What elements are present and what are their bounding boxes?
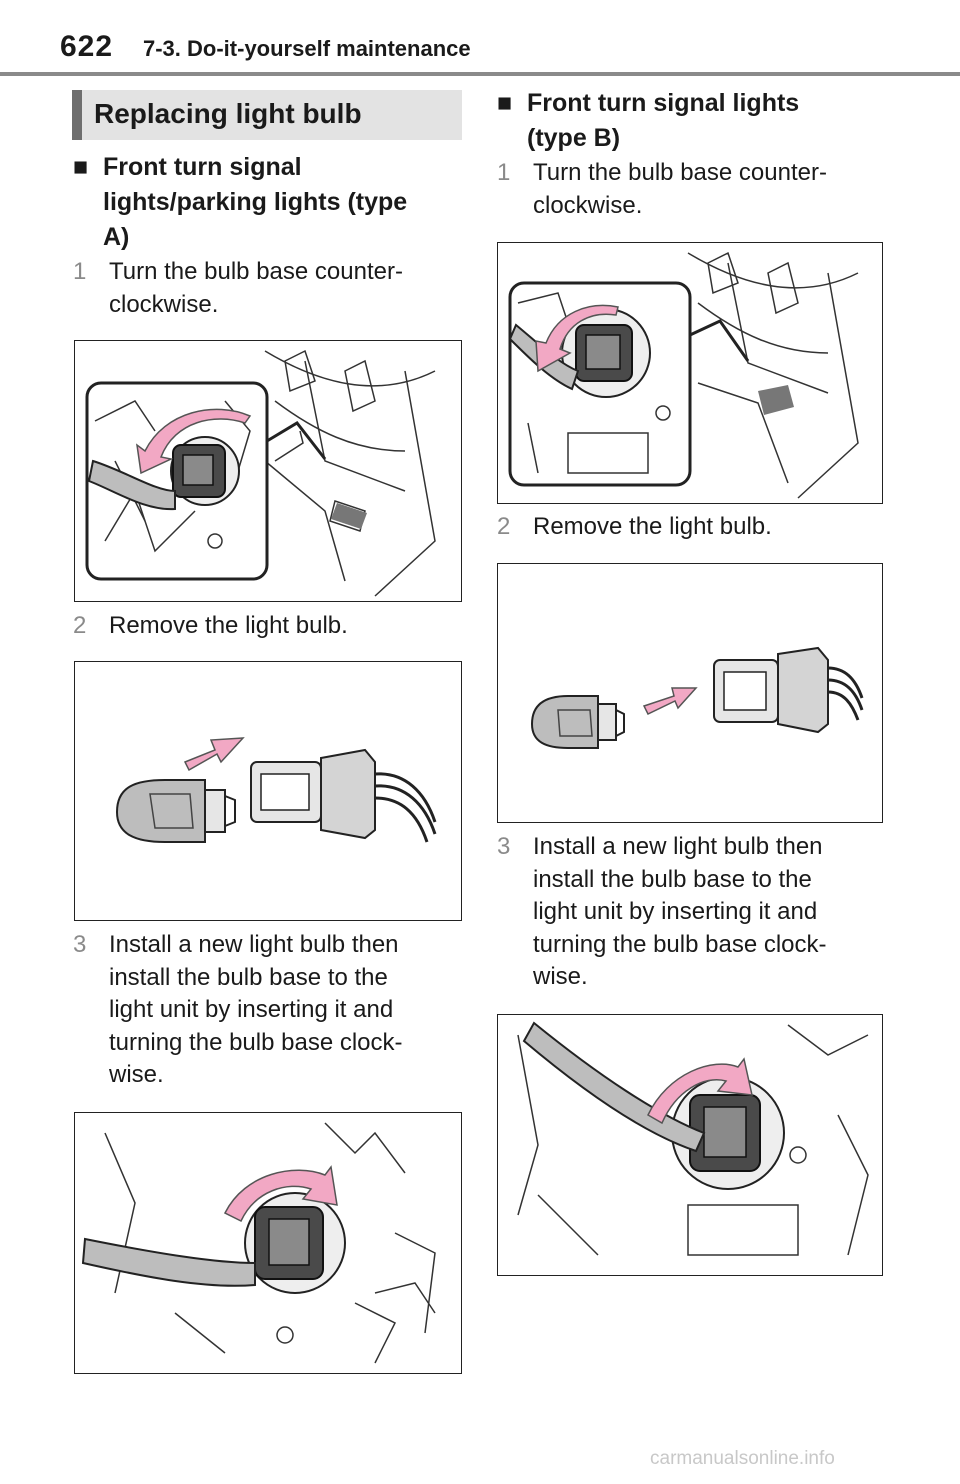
left-heading-line: lights/parking lights (type: [103, 188, 408, 216]
step-text-line: light unit by inserting it and: [109, 996, 394, 1023]
step-text-line: clockwise.: [109, 290, 219, 318]
illustration-headlight-base-cw: [517, 1021, 869, 1256]
step-text-line: Remove the light bulb.: [533, 513, 772, 540]
page-number: 622: [60, 30, 114, 63]
square-bullet-icon: ■: [73, 153, 89, 181]
step-text-line: turning the bulb base clock-: [533, 930, 827, 958]
step-number: 3: [497, 833, 511, 860]
left-heading: ■ Front turn signal lights/parking light…: [73, 150, 453, 260]
figure-right-remove-bulb: [497, 563, 883, 823]
right-heading: ■ Front turn signal lights (type B): [497, 86, 897, 161]
title-accent-bar: [72, 90, 82, 140]
rotate-cw-arrow-icon: [647, 1057, 753, 1125]
illustration-headlight-base-ccw: [508, 251, 859, 499]
figure-right-install: [497, 1014, 883, 1276]
step-text-line: turning the bulb base clock-: [109, 1028, 403, 1056]
pull-arrow-icon: [183, 737, 245, 772]
right-heading-line: Front turn signal lights: [527, 89, 800, 117]
step-text-line: light unit by inserting it and: [533, 898, 818, 925]
header-divider: [0, 72, 960, 76]
topic-title: Replacing light bulb: [94, 98, 362, 129]
watermark: carmanualsonline.info: [650, 1448, 835, 1469]
step-number: 1: [497, 159, 511, 186]
illustration-headlight-base-ccw: [85, 349, 436, 597]
rotate-ccw-arrow-icon: [535, 304, 619, 373]
step-number: 3: [73, 931, 87, 958]
step-text-line: wise.: [533, 963, 588, 990]
rotate-cw-arrow-icon: [223, 1165, 338, 1223]
step-number: 2: [73, 612, 87, 639]
figure-right-turn-base: [497, 242, 883, 504]
topic-title-box: Replacing light bulb: [72, 90, 462, 140]
square-bullet-icon: ■: [497, 89, 513, 117]
step-number: 2: [497, 513, 511, 540]
step-text-line: Turn the bulb base counter-: [109, 258, 403, 285]
light-bulb: [530, 695, 599, 749]
figure-left-install: [74, 1112, 462, 1374]
pull-arrow-icon: [642, 687, 698, 715]
step-text-line: Install a new light bulb then: [533, 833, 823, 860]
step-number: 1: [73, 258, 87, 285]
step-text-line: Turn the bulb base counter-: [533, 159, 827, 186]
illustration-bulb-removal: [115, 737, 437, 843]
illustration-headlight-base-cw: [81, 1122, 436, 1364]
step-text-line: clockwise.: [533, 191, 643, 219]
figure-left-remove-bulb: [74, 661, 462, 921]
figure-left-turn-base: [74, 340, 462, 602]
step-text-line: install the bulb base to the: [109, 963, 388, 991]
step-text-line: Remove the light bulb.: [109, 612, 348, 639]
step-text-line: wise.: [109, 1061, 164, 1088]
rotate-ccw-arrow-icon: [136, 408, 252, 475]
left-heading-line: A): [103, 223, 130, 251]
step-text-line: install the bulb base to the: [533, 865, 812, 893]
left-heading-line: Front turn signal: [103, 153, 302, 181]
right-heading-line: (type B): [527, 124, 621, 152]
step-text-line: Install a new light bulb then: [109, 931, 399, 958]
section-title: 7-3. Do-it-yourself maintenance: [143, 36, 471, 61]
page-header: 622 7-3. Do-it-yourself maintenance: [0, 0, 960, 78]
illustration-bulb-removal: [530, 646, 864, 749]
